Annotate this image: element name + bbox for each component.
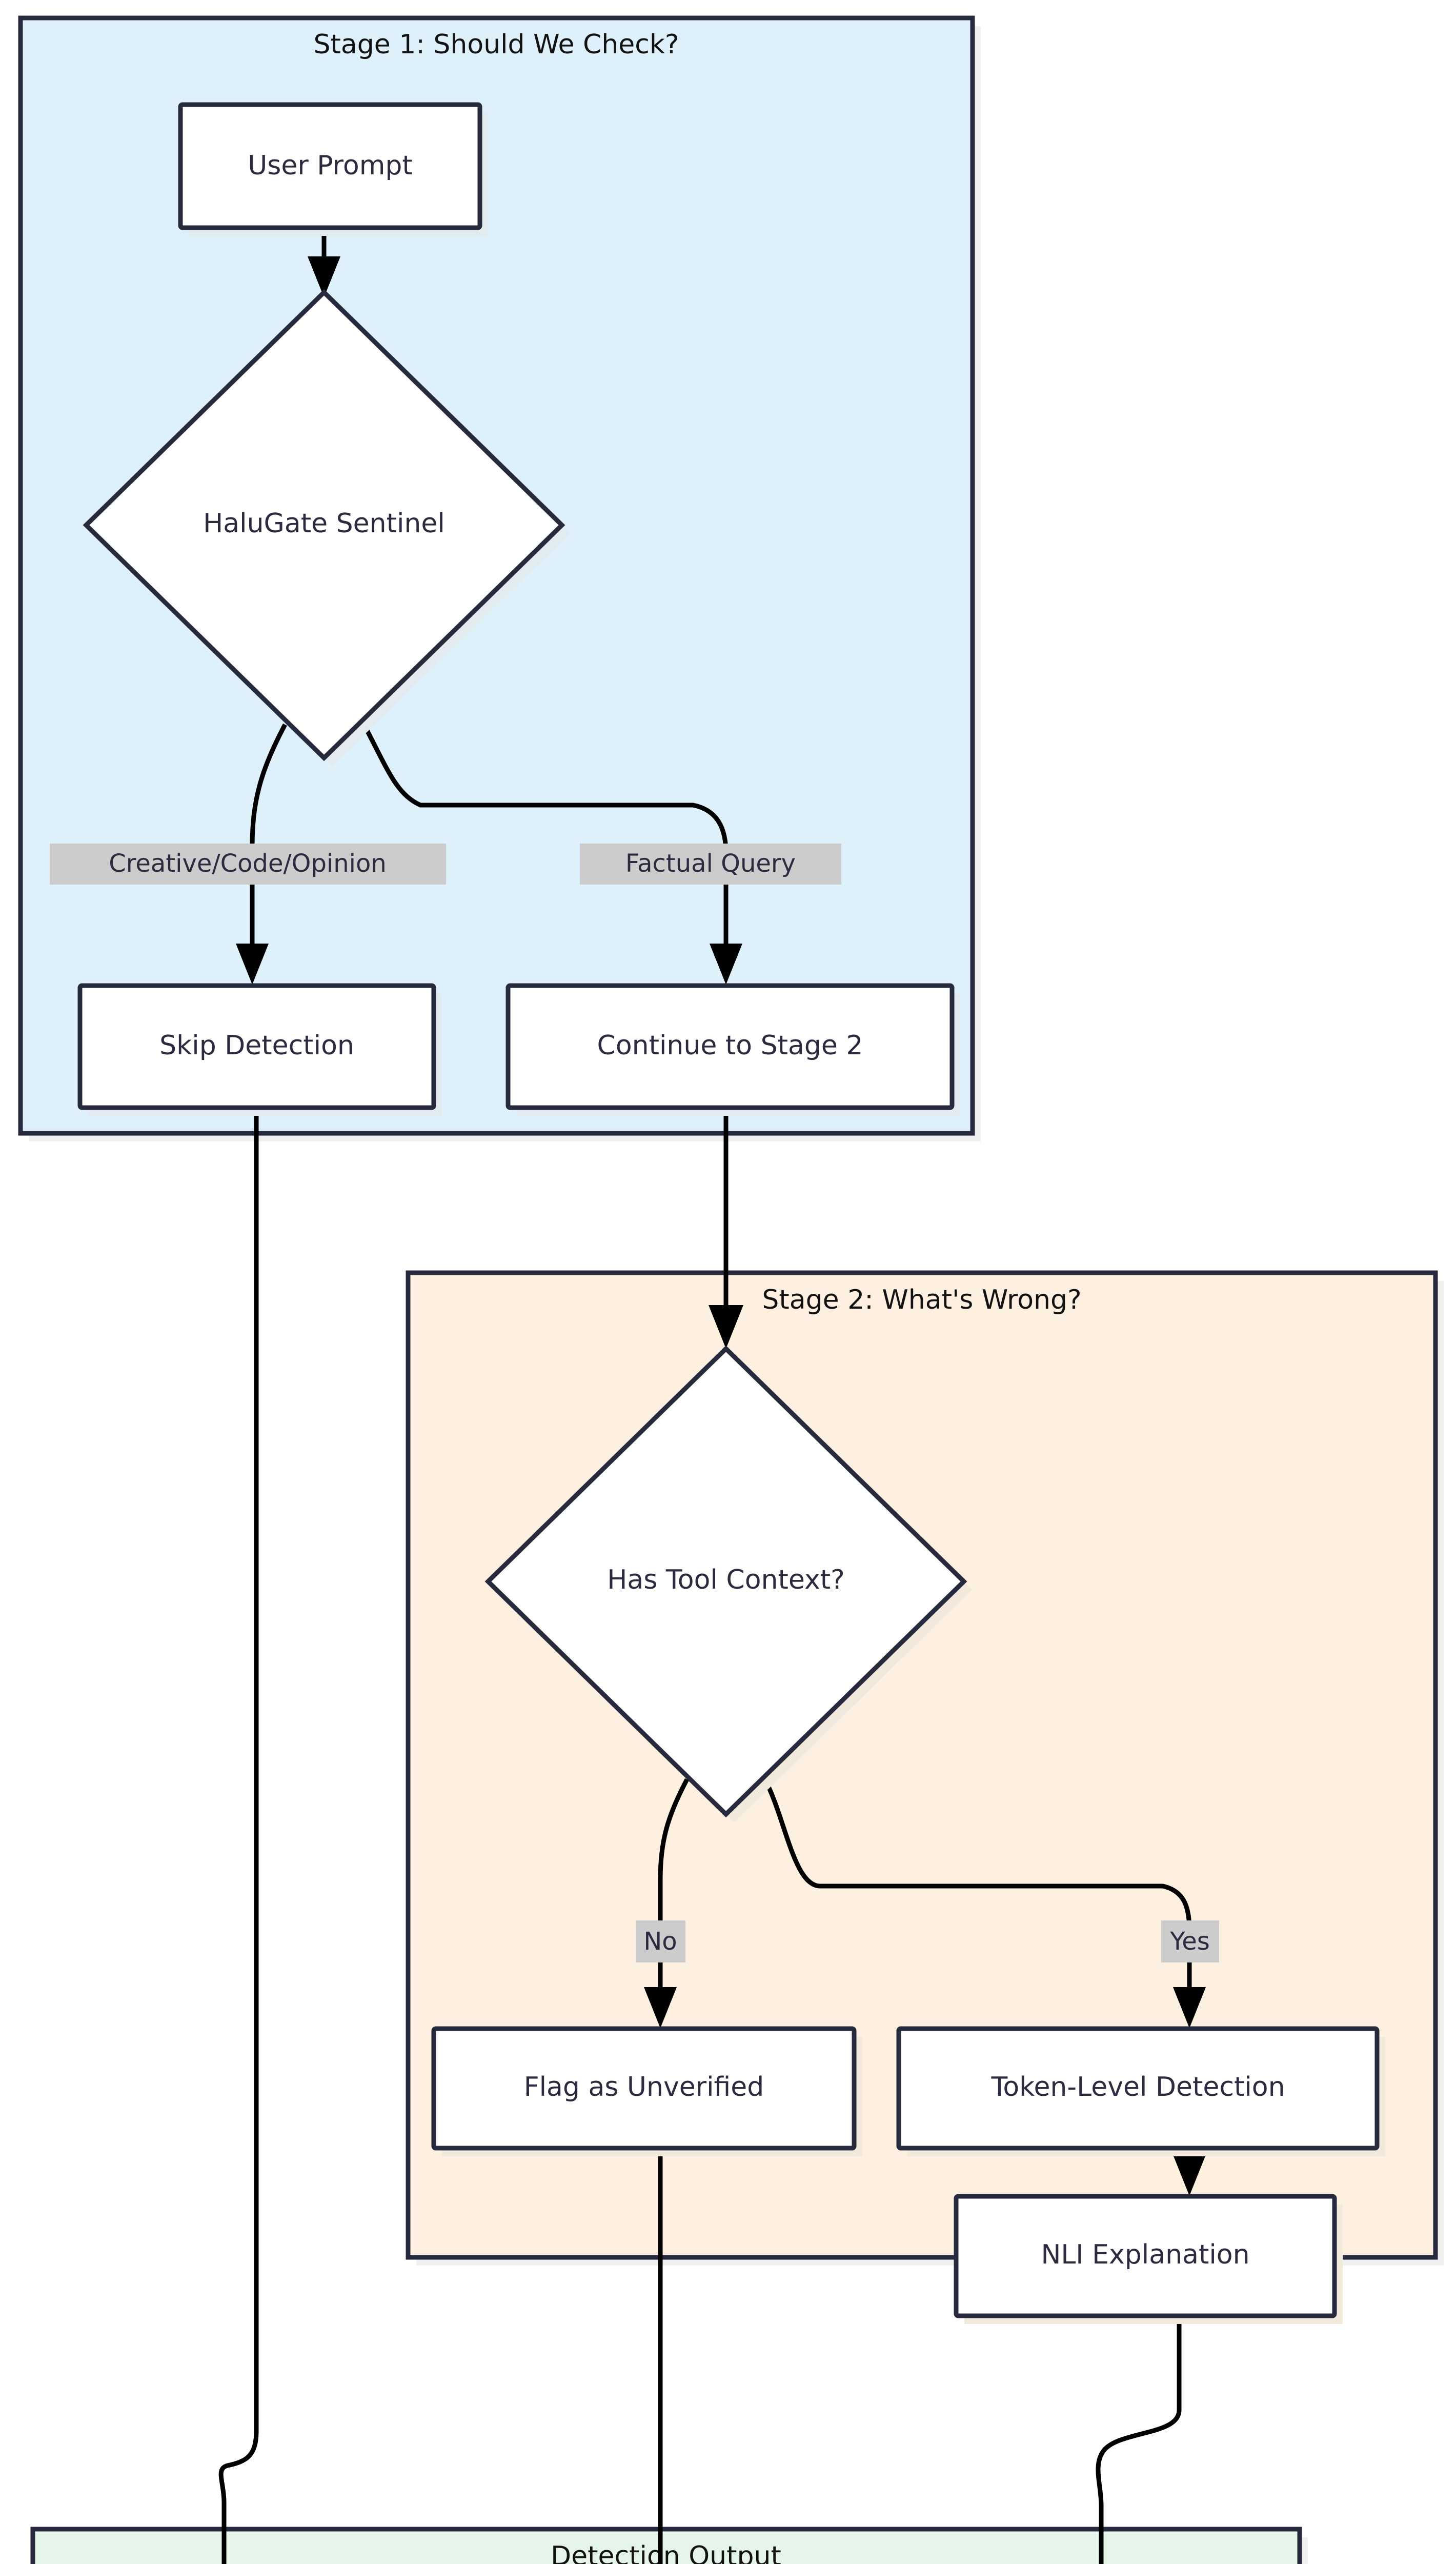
edge-label-text: Yes bbox=[1169, 1927, 1209, 1956]
arrowhead bbox=[236, 944, 269, 985]
edge-label-bg bbox=[580, 844, 841, 885]
cluster-output: Detection Output bbox=[30, 2527, 1302, 2564]
edge-label-bg bbox=[50, 844, 446, 885]
edge-has-tool-to-flag bbox=[644, 1778, 689, 2028]
node-label: User Prompt bbox=[248, 150, 413, 181]
edge-label-yes: Yes bbox=[1161, 1920, 1219, 1962]
node-box[interactable] bbox=[178, 102, 482, 230]
node-label: Has Tool Context? bbox=[607, 1565, 844, 1595]
node-flag-as-unverified[interactable]: Flag as Unverified bbox=[431, 2026, 862, 2156]
node-user-prompt[interactable]: User Prompt bbox=[178, 102, 488, 236]
node-box[interactable] bbox=[954, 2194, 1337, 2318]
node-box[interactable] bbox=[896, 2026, 1380, 2151]
node-box[interactable] bbox=[505, 983, 955, 1110]
arrowhead bbox=[308, 256, 340, 297]
output-panel bbox=[30, 2527, 1302, 2564]
edge-flag-to-warning bbox=[658, 2120, 663, 2564]
node-label: HaluGate Sentinel bbox=[203, 508, 445, 539]
stage2-title: Stage 2: What's Wrong? bbox=[762, 1285, 1081, 1315]
edge-halugate-to-skip bbox=[236, 723, 287, 985]
node-token-level-detection[interactable]: Token-Level Detection bbox=[896, 2026, 1385, 2156]
edge-halugate-to-continue bbox=[362, 723, 742, 985]
arrowhead bbox=[1173, 2155, 1206, 2196]
node-box[interactable] bbox=[77, 983, 436, 1110]
edge-label-creative-code-opinion: Creative/Code/Opinion bbox=[50, 844, 446, 885]
node-skip-detection[interactable]: Skip Detection bbox=[77, 983, 442, 1116]
arrowhead bbox=[1173, 1987, 1206, 2028]
node-diamond[interactable] bbox=[484, 1345, 967, 1818]
edge-label-text: Creative/Code/Opinion bbox=[109, 849, 387, 878]
arrowhead bbox=[644, 1987, 677, 2028]
edge-label-text: No bbox=[643, 1927, 677, 1956]
node-label: NLI Explanation bbox=[1041, 2239, 1249, 2270]
node-label: Flag as Unverified bbox=[524, 2072, 764, 2102]
node-halugate-sentinel[interactable]: HaluGate Sentinel bbox=[83, 289, 570, 766]
edge-has-tool-to-token-level bbox=[763, 1778, 1206, 2028]
node-diamond[interactable] bbox=[83, 289, 565, 762]
edge-continue-to-has-tool bbox=[709, 1107, 743, 1349]
edge-label-bg bbox=[1161, 1920, 1219, 1962]
edge-label-no: No bbox=[636, 1920, 685, 1962]
edge-label-factual-query: Factual Query bbox=[580, 844, 841, 885]
node-label: Continue to Stage 2 bbox=[597, 1030, 863, 1061]
stage1-title: Stage 1: Should We Check? bbox=[313, 29, 679, 60]
node-box[interactable] bbox=[431, 2026, 857, 2151]
node-has-tool-context[interactable]: Has Tool Context? bbox=[484, 1345, 972, 1822]
node-label: Token-Level Detection bbox=[990, 2072, 1285, 2102]
edge-label-text: Factual Query bbox=[625, 849, 796, 878]
output-title: Detection Output bbox=[551, 2541, 781, 2564]
node-continue-to-stage-2[interactable]: Continue to Stage 2 bbox=[505, 983, 960, 1116]
edge-nli-to-detailed bbox=[1096, 2310, 1182, 2564]
edge-skip-to-pass-through bbox=[218, 1107, 259, 2564]
arrowhead bbox=[709, 1305, 743, 1349]
node-nli-explanation[interactable]: NLI Explanation bbox=[954, 2194, 1343, 2324]
node-label: Skip Detection bbox=[159, 1030, 354, 1061]
arrowhead bbox=[710, 944, 742, 985]
edge-label-bg bbox=[636, 1920, 685, 1962]
